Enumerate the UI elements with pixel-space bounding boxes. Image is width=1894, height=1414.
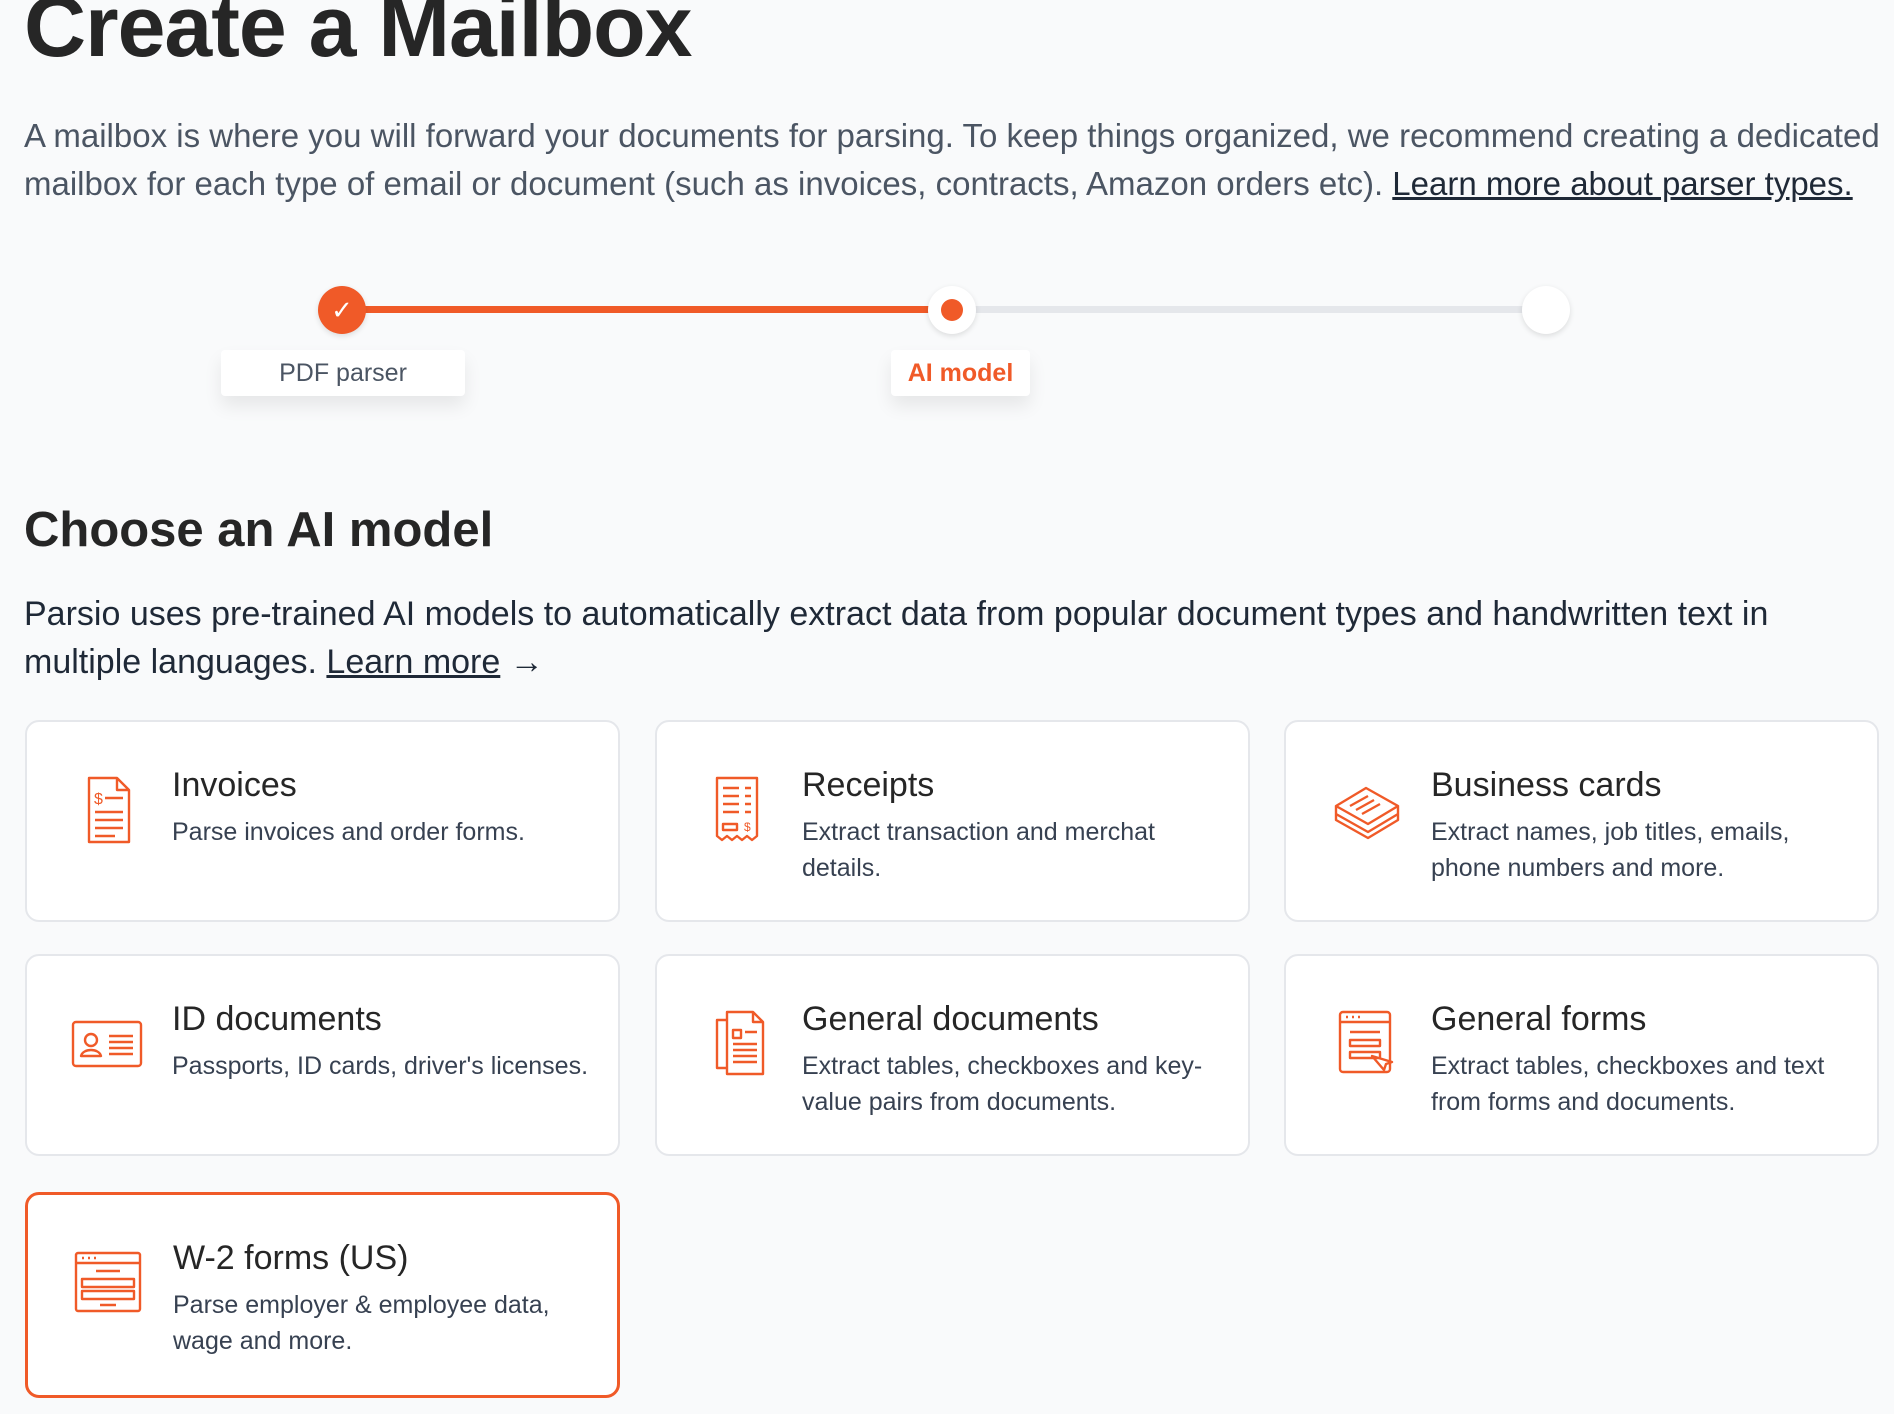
business-card-icon bbox=[1334, 786, 1400, 840]
model-title: Receipts bbox=[802, 766, 935, 804]
model-title: Business cards bbox=[1431, 766, 1662, 804]
model-description: Extract tables, checkboxes and text from… bbox=[1431, 1052, 1825, 1116]
section-title: Choose an AI model bbox=[24, 503, 494, 557]
learn-more-link[interactable]: Learn more bbox=[326, 643, 501, 681]
invoice-icon: $ bbox=[87, 776, 131, 844]
model-description: Extract tables, checkboxes and key-value… bbox=[802, 1052, 1203, 1116]
page-title: Create a Mailbox bbox=[24, 0, 692, 75]
id-card-icon bbox=[71, 1020, 143, 1068]
svg-text:$: $ bbox=[744, 820, 751, 834]
stepper-progress bbox=[342, 306, 952, 313]
model-description: Extract names, job titles, emails, phone… bbox=[1431, 818, 1790, 882]
model-title: ID documents bbox=[172, 1000, 382, 1038]
model-title: W-2 forms (US) bbox=[173, 1239, 409, 1277]
section-desc-body: Parsio uses pre-trained AI models to aut… bbox=[24, 595, 1769, 681]
model-title: General documents bbox=[802, 1000, 1099, 1038]
model-card-w-2-forms-us[interactable]: W-2 forms (US) Parse employer & employee … bbox=[25, 1192, 620, 1398]
parser-types-link[interactable]: Learn more about parser types. bbox=[1392, 165, 1853, 202]
model-description: Parse invoices and order forms. bbox=[172, 818, 525, 846]
form-icon bbox=[1338, 1010, 1394, 1074]
svg-text:$: $ bbox=[94, 791, 103, 808]
step-current-dot[interactable] bbox=[928, 286, 976, 334]
step-upcoming-dot[interactable] bbox=[1522, 286, 1570, 334]
model-description: Extract transaction and merchat details. bbox=[802, 818, 1155, 882]
model-title: General forms bbox=[1431, 1000, 1647, 1038]
document-icon bbox=[715, 1010, 765, 1076]
model-title: Invoices bbox=[172, 766, 297, 804]
intro-text: A mailbox is where you will forward your… bbox=[24, 112, 1884, 208]
receipt-icon: $ bbox=[715, 776, 759, 842]
intro-body: A mailbox is where you will forward your… bbox=[24, 117, 1880, 202]
model-description: Parse employer & employee data, wage and… bbox=[173, 1291, 550, 1355]
section-description: Parsio uses pre-trained AI models to aut… bbox=[24, 590, 1884, 686]
model-description: Passports, ID cards, driver's licenses. bbox=[172, 1052, 589, 1080]
step-label-pdf-parser[interactable]: PDF parser bbox=[221, 350, 465, 396]
arrow-right-icon: → bbox=[509, 643, 544, 681]
w2-form-icon bbox=[74, 1251, 142, 1313]
step-done-check-icon[interactable]: ✓ bbox=[318, 286, 366, 334]
current-dot-icon bbox=[941, 299, 963, 321]
step-label-ai-model[interactable]: AI model bbox=[891, 350, 1030, 396]
